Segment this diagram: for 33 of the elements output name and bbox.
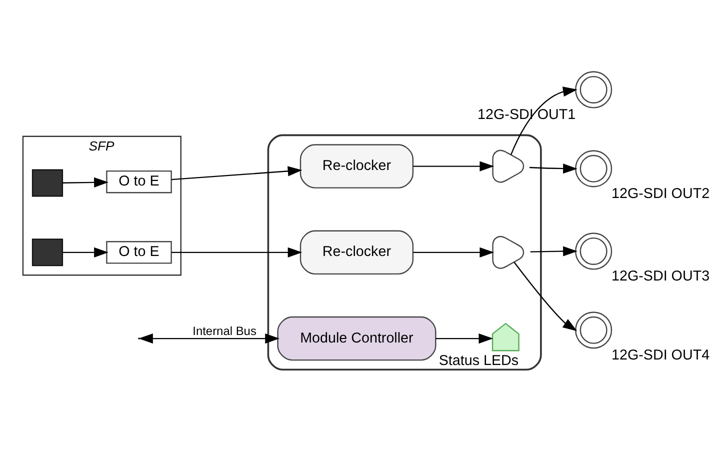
- edge-label: Internal Bus: [192, 323, 256, 338]
- node-box: O to E: [106, 240, 172, 264]
- node-box: Module Controller: [277, 316, 436, 360]
- node-circle: [575, 70, 612, 108]
- node-connector: [32, 168, 64, 196]
- node-triangle: [492, 235, 524, 268]
- arrow: [171, 166, 302, 180]
- arrow: [62, 246, 108, 257]
- arrow: [62, 176, 108, 187]
- arrow: [413, 160, 494, 171]
- arrow: [529, 163, 578, 174]
- node-box: Re-clocker: [300, 144, 414, 188]
- node-triangle: [492, 149, 524, 182]
- arrow: [514, 261, 578, 331]
- node-circle: [575, 150, 612, 187]
- node-box: O to E: [106, 170, 172, 193]
- arrow: [172, 246, 302, 257]
- node-label: Status LEDs: [438, 352, 519, 368]
- node-connector: [32, 238, 64, 266]
- node-label: 12G-SDI OUT2: [612, 186, 710, 202]
- arrow: [138, 333, 280, 344]
- arrow: [530, 246, 578, 256]
- node-label: 12G-SDI OUT4: [612, 347, 710, 364]
- cluster: [267, 134, 542, 370]
- arrow: [510, 86, 578, 154]
- node-circle: [575, 311, 612, 348]
- arrow: [436, 333, 494, 344]
- node-label: 12G-SDI OUT1: [478, 106, 576, 123]
- node-circle: [575, 232, 612, 270]
- node-led: [492, 322, 520, 351]
- node-label: 12G-SDI OUT3: [612, 268, 710, 284]
- node-box: Re-clocker: [300, 230, 414, 274]
- arrow: [413, 246, 494, 257]
